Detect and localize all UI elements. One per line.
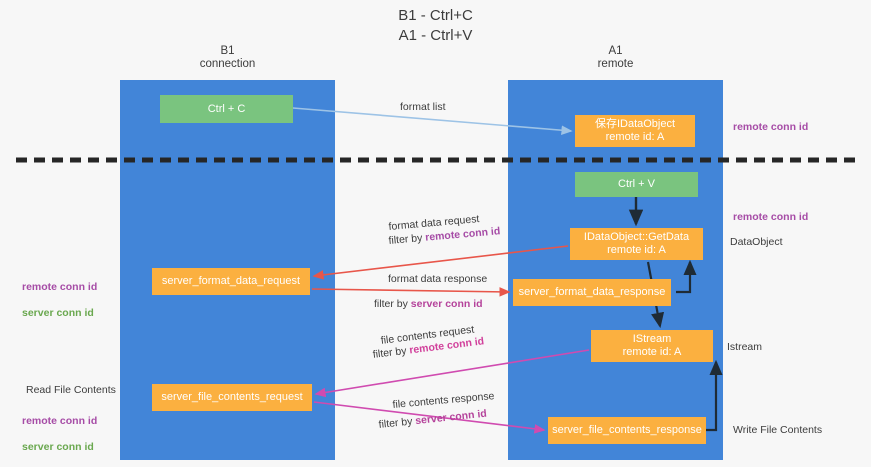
filter-prefix: filter by bbox=[388, 231, 426, 247]
edge-label-format-list: format list bbox=[400, 101, 446, 113]
annotation-read-file-contents: Read File Contents bbox=[26, 384, 116, 396]
annotation-left-keys-mid: remote conn id server conn id bbox=[22, 268, 97, 333]
key-remote-conn-id: remote conn id bbox=[22, 415, 98, 427]
swimlane-header-b1: B1 connection bbox=[199, 45, 256, 70]
filter-prefix: filter by bbox=[378, 415, 416, 431]
annotation-write-file-contents: Write File Contents bbox=[733, 424, 823, 436]
node-ctrl-v[interactable]: Ctrl + V bbox=[575, 172, 698, 197]
key-server-conn-id: server conn id bbox=[22, 307, 94, 319]
annotation-left-keys-bottom: remote conn id server conn id bbox=[22, 402, 97, 467]
node-istream[interactable]: IStream remote id: A bbox=[591, 330, 713, 362]
annotation-remote-conn-id-mid: remote conn id bbox=[733, 211, 809, 223]
filter-prefix: filter by bbox=[374, 298, 411, 310]
annotation-istream: Istream bbox=[727, 341, 763, 353]
swimlane-header-a1: A1 remote bbox=[597, 45, 634, 70]
filter-key-server-conn-id: server conn id bbox=[414, 407, 488, 428]
node-idataobject-getdata[interactable]: IDataObject::GetData remote id: A bbox=[570, 228, 703, 260]
edge-label-format-data-response: format data response bbox=[388, 273, 488, 285]
node-server-file-contents-request[interactable]: server_file_contents_request bbox=[152, 384, 312, 411]
node-server-file-contents-response[interactable]: server_file_contents_response bbox=[548, 417, 706, 444]
annotation-dataobject: DataObject bbox=[730, 236, 783, 248]
node-ctrl-c[interactable]: Ctrl + C bbox=[160, 95, 293, 123]
filter-prefix: filter by bbox=[372, 344, 411, 361]
key-server-conn-id: server conn id bbox=[22, 441, 94, 453]
edge-label-format-data-response-filter: filter by server conn id bbox=[374, 297, 483, 311]
filter-key-server-conn-id: server conn id bbox=[410, 298, 483, 310]
annotation-remote-conn-id-top: remote conn id bbox=[733, 121, 809, 133]
node-server-format-data-response[interactable]: server_format_data_response bbox=[513, 279, 671, 306]
key-remote-conn-id: remote conn id bbox=[22, 281, 98, 293]
node-saved-idataobject[interactable]: 保存IDataObject remote id: A bbox=[575, 115, 695, 147]
node-server-format-data-request[interactable]: server_format_data_request bbox=[152, 268, 310, 295]
page-title: B1 - Ctrl+C A1 - Ctrl+V bbox=[398, 7, 473, 44]
